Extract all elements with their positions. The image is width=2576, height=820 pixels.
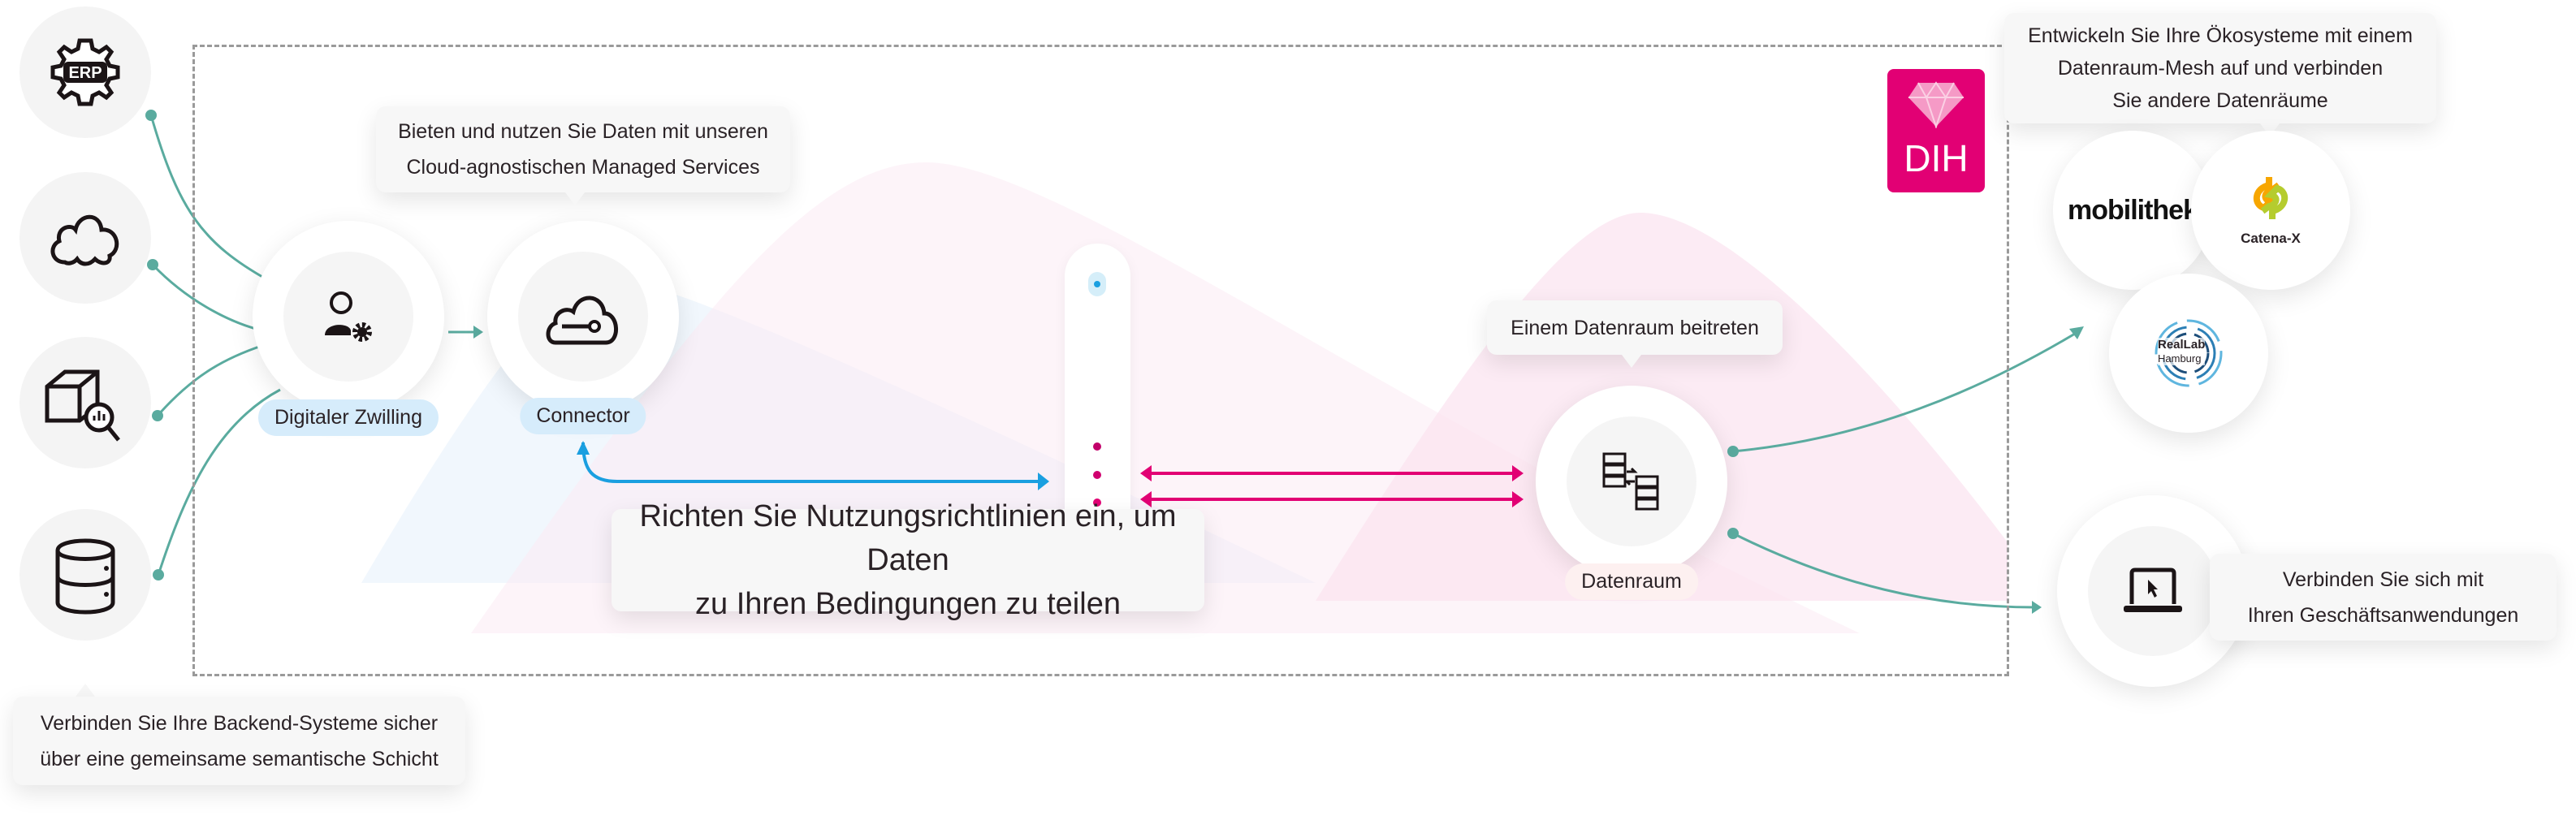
tooltip-managed-services: Bieten und nutzen Sie Daten mit unseren … <box>376 106 790 192</box>
tooltip-line: Verbinden Sie Ihre Backend-Systeme siche… <box>40 711 439 735</box>
tooltip-backend-systems: Verbinden Sie Ihre Backend-Systeme siche… <box>13 697 465 785</box>
logo-mobilithek[interactable]: mobilithek <box>2053 131 2212 290</box>
tooltip-line: über eine gemeinsame semantische Schicht <box>40 747 439 770</box>
source-erp[interactable]: ERP <box>19 6 151 138</box>
node-digital-twin[interactable] <box>253 221 444 412</box>
connector-dot <box>147 259 158 270</box>
tooltip-dataspace-mesh: Entwickeln Sie Ihre Ökosysteme mit einem… <box>2004 13 2436 123</box>
tooltip-line: Entwickeln Sie Ihre Ökosysteme mit einem <box>2028 24 2413 47</box>
reallab-line: Hamburg <box>2158 352 2202 365</box>
logo-catena-x[interactable]: Catena-X <box>2191 131 2350 290</box>
tooltip-line: Datenraum-Mesh auf und verbinden <box>2057 57 2384 80</box>
tooltip-line: Einem Datenraum beitreten <box>1511 316 1759 339</box>
user-gear-icon <box>325 291 372 342</box>
database-icon <box>55 538 115 615</box>
diamond-icon <box>1908 81 1964 128</box>
pink-double-arrows <box>1140 465 1524 507</box>
node-connector[interactable] <box>487 221 679 412</box>
tooltip-business-apps: Verbinden Sie sich mit Ihren Geschäftsan… <box>2210 554 2557 641</box>
reallab-line: RealLab <box>2158 338 2206 352</box>
svg-text:ERP: ERP <box>68 64 102 82</box>
source-connectors <box>149 114 475 576</box>
arrow-head <box>2069 326 2084 339</box>
tooltip-join-dataspace: Einem Datenraum beitreten <box>1487 300 1783 355</box>
tooltip-pointer <box>565 192 585 205</box>
bus-dot <box>1093 498 1101 507</box>
bus-status-indicator <box>1088 272 1106 296</box>
box-analytics-icon <box>45 369 120 442</box>
label-dataspace: Datenraum <box>1565 563 1698 600</box>
tooltip-line: Bieten und nutzen Sie Daten mit unseren <box>398 120 768 143</box>
logo-reallab-hamburg[interactable]: RealLab Hamburg <box>2109 274 2268 433</box>
source-database[interactable] <box>19 509 151 641</box>
cloud-key-icon <box>546 296 618 345</box>
node-dataspace[interactable] <box>1536 386 1727 577</box>
source-product-analytics[interactable] <box>19 337 151 468</box>
catena-x-wordmark: Catena-X <box>2241 231 2301 246</box>
tooltip-usage-policies: Richten Sie Nutzungsrichtlinien ein, um … <box>612 499 1204 621</box>
node-business-app[interactable] <box>2057 495 2249 687</box>
blue-flow-arrow <box>577 441 1049 490</box>
connector-dot <box>152 410 163 421</box>
bus-dot <box>1093 471 1101 479</box>
tooltip-pointer <box>76 684 95 697</box>
dih-boundary <box>192 45 2009 676</box>
tooltip-line: Cloud-agnostischen Managed Services <box>406 156 760 179</box>
connector-dot <box>145 110 157 121</box>
dih-label: DIH <box>1904 137 1969 179</box>
source-cloud[interactable] <box>19 172 151 304</box>
bus-dot <box>1093 442 1101 451</box>
cloud-icon <box>50 214 119 266</box>
tooltip-line: Ihren Geschäftsanwendungen <box>2247 603 2519 627</box>
label-connector: Connector <box>520 398 646 434</box>
server-exchange-icon <box>1602 452 1659 511</box>
tooltip-pointer <box>1622 355 1641 368</box>
mobilithek-wordmark: mobilithek <box>2067 194 2198 226</box>
arrow-head <box>473 326 483 339</box>
tooltip-line: Verbinden Sie sich mit <box>2282 568 2484 591</box>
arrow-head <box>2032 601 2042 614</box>
dih-badge[interactable]: DIH <box>1887 69 1985 192</box>
catena-x-icon <box>2254 177 2288 219</box>
label-digital-twin: Digitaler Zwilling <box>258 399 439 436</box>
laptop-cursor-icon <box>2124 568 2182 612</box>
erp-gear-icon: ERP <box>50 38 120 106</box>
reallab-hamburg-icon: RealLab Hamburg <box>2148 317 2229 390</box>
tooltip-line: zu Ihren Bedingungen zu teilen <box>695 587 1121 621</box>
tooltip-line: Sie andere Datenräume <box>2112 89 2328 112</box>
connector-dot <box>153 569 164 580</box>
tooltip-line: Richten Sie Nutzungsrichtlinien ein, um … <box>639 499 1177 577</box>
